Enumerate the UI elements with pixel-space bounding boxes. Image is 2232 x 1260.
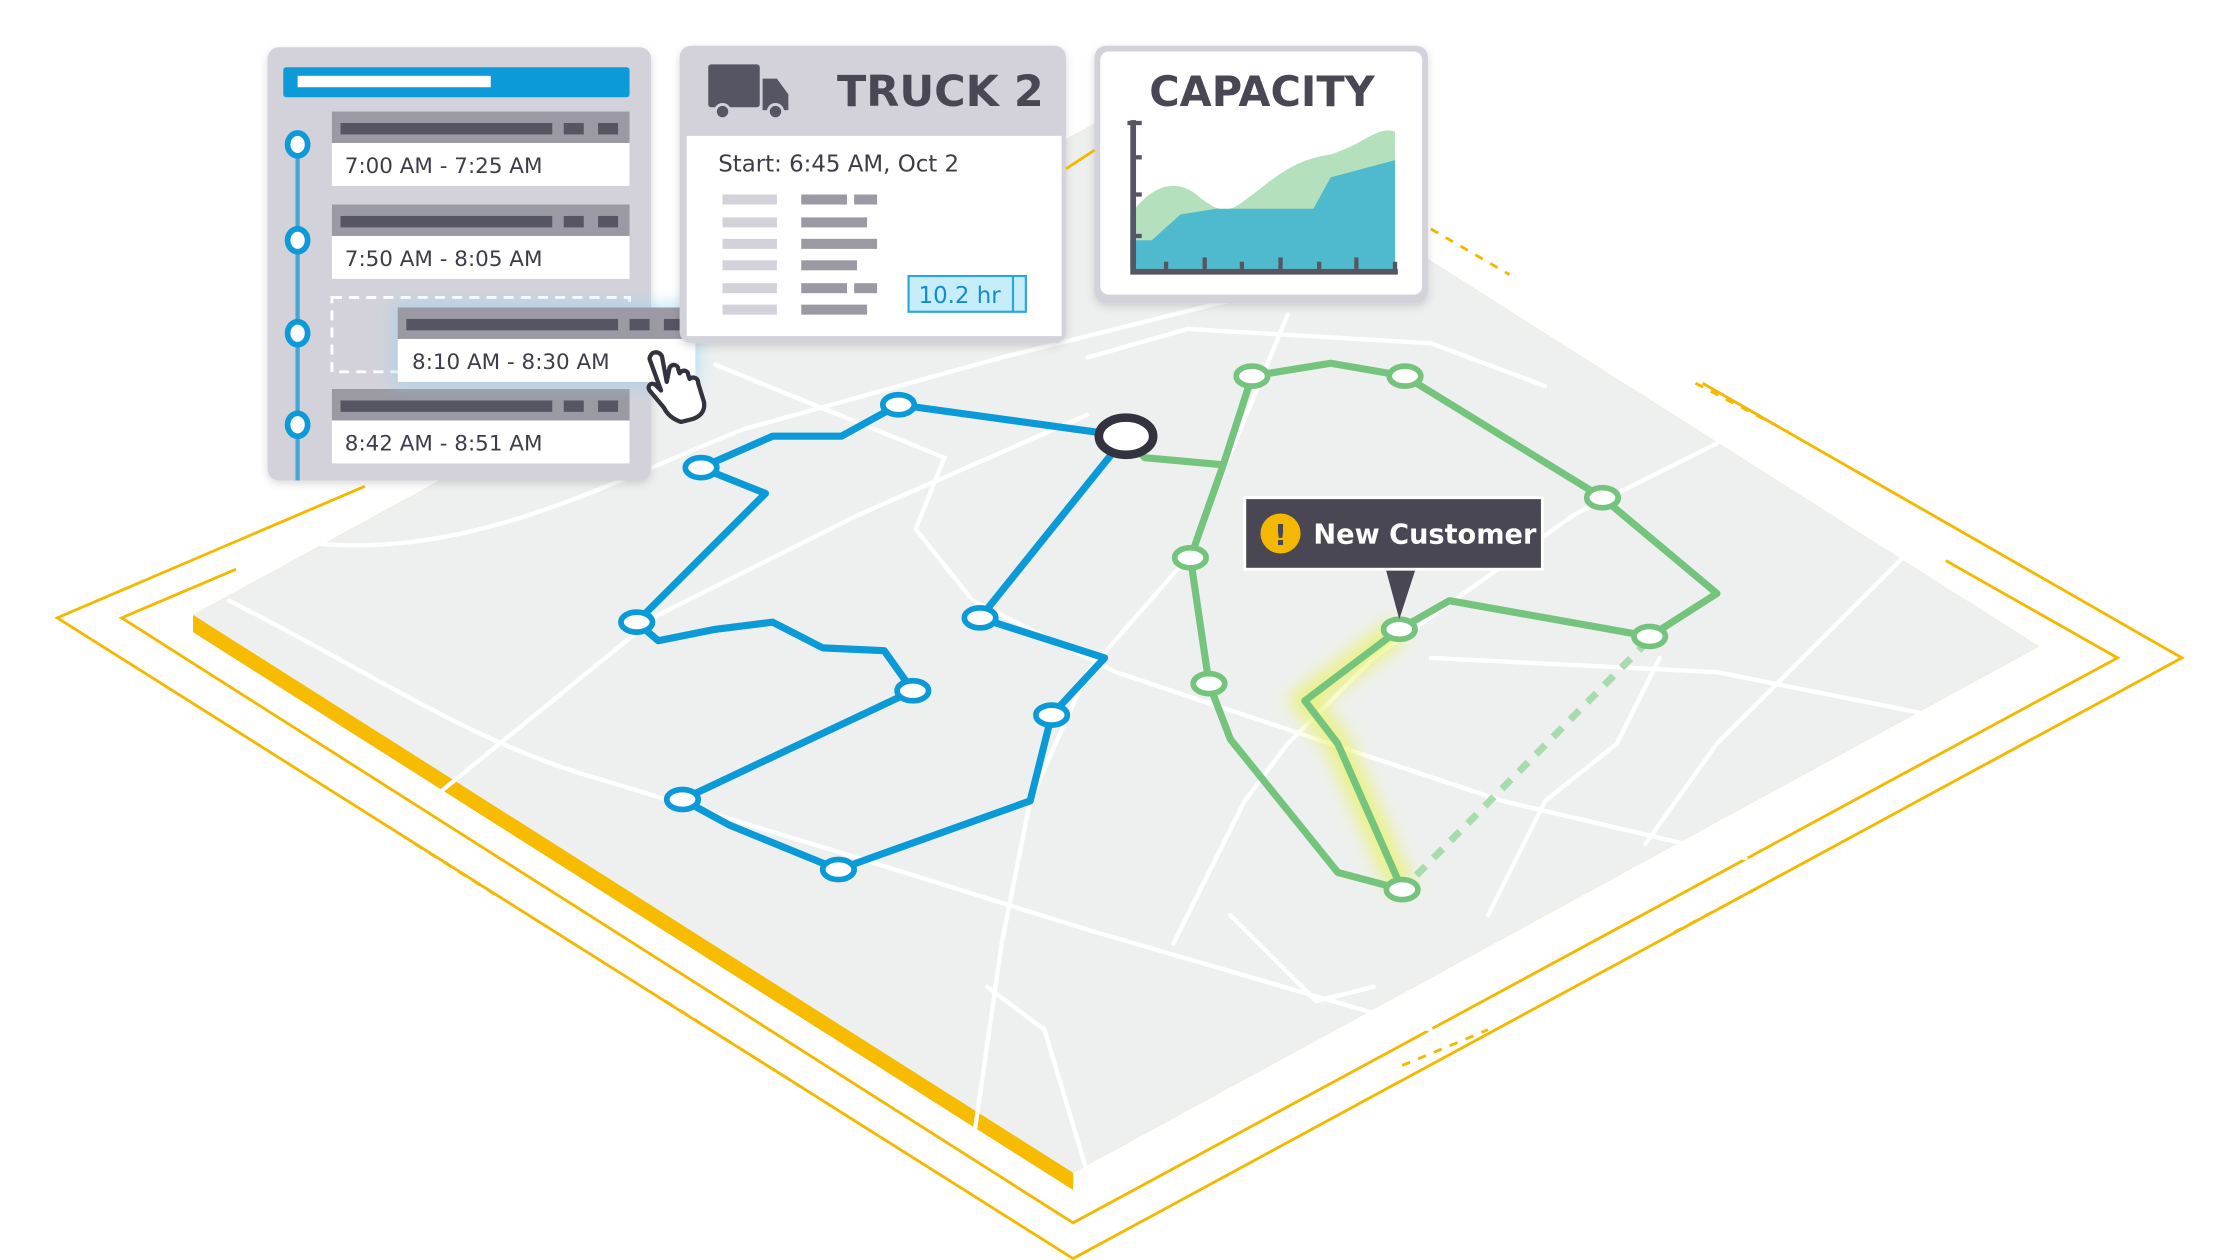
route-stop[interactable] (663, 786, 702, 813)
capacity-title: CAPACITY (1149, 67, 1375, 116)
stop-card[interactable]: 8:42 AM - 8:51 AM (331, 389, 630, 464)
duration-field[interactable]: 10.2 hr (907, 274, 1027, 313)
map-edge-top (193, 614, 1074, 1190)
warning-icon (1260, 513, 1301, 554)
route-stop[interactable] (894, 677, 932, 704)
yellow-frame-lines (54, 227, 2185, 1260)
warning-icon-glyph: ! (1274, 518, 1287, 552)
duration-value: 10.2 hr (919, 283, 1002, 309)
truck-start-time: Start: 6:45 AM, Oct 2 (718, 152, 959, 178)
route-stop[interactable] (682, 454, 720, 481)
truck-panel: TRUCK 2 Start: 6:45 AM, Oct 2 10.2 hr (679, 45, 1066, 344)
stop-time: 8:42 AM - 8:51 AM (345, 432, 543, 457)
stop-card[interactable]: 7:00 AM - 7:25 AM (331, 111, 630, 186)
green-route-stops (1171, 363, 1669, 903)
dragged-stop-card[interactable]: 8:10 AM - 8:30 AM (394, 304, 699, 385)
route-stop[interactable] (1631, 623, 1669, 650)
timeline-dot (284, 225, 311, 255)
stop-card[interactable]: 7:50 AM - 8:05 AM (331, 204, 630, 279)
route-stop[interactable] (1583, 484, 1622, 511)
green-route[interactable] (1123, 359, 1721, 903)
removed-route-segment (1413, 643, 1646, 878)
route-stop[interactable] (819, 856, 858, 883)
blue-route[interactable] (618, 391, 1129, 883)
blue-route-stops (618, 391, 1071, 883)
route-stop[interactable] (879, 391, 918, 418)
timeline-dot (284, 410, 311, 440)
new-customer-stop[interactable] (1380, 616, 1418, 643)
stop-time: 8:10 AM - 8:30 AM (412, 350, 610, 375)
capacity-area-used (1130, 160, 1395, 269)
schedule-panel: 7:00 AM - 7:25 AM 7:50 AM - 8:05 AM 8:42… (267, 47, 651, 481)
timeline-dot (284, 318, 311, 348)
stop-time: 7:00 AM - 7:25 AM (345, 154, 543, 179)
yellow-connector (1065, 148, 1096, 170)
map-surface (193, 88, 2039, 1173)
capacity-panel: CAPACITY (1094, 45, 1428, 304)
new-customer-callout[interactable]: ! New Customer (1243, 496, 1544, 620)
truck-title: TRUCK 2 (837, 67, 1044, 117)
depot-marker[interactable] (1094, 413, 1158, 460)
capacity-chart (1127, 120, 1398, 275)
capacity-axes (1130, 120, 1398, 275)
route-stop[interactable] (1190, 670, 1228, 697)
route-stop[interactable] (618, 609, 656, 636)
callout-label: New Customer (1313, 519, 1537, 550)
route-stop[interactable] (1033, 702, 1071, 728)
route-stop[interactable] (961, 604, 999, 631)
truck-details-placeholder (722, 194, 878, 315)
timeline-dot (284, 130, 311, 159)
route-stop[interactable] (1386, 363, 1424, 390)
hand-cursor-icon (646, 350, 707, 425)
stop-time: 7:50 AM - 8:05 AM (345, 247, 543, 272)
truck-icon (708, 64, 789, 121)
route-stop[interactable] (1171, 544, 1209, 571)
route-stop[interactable] (1383, 876, 1421, 903)
route-stop[interactable] (1233, 363, 1271, 390)
